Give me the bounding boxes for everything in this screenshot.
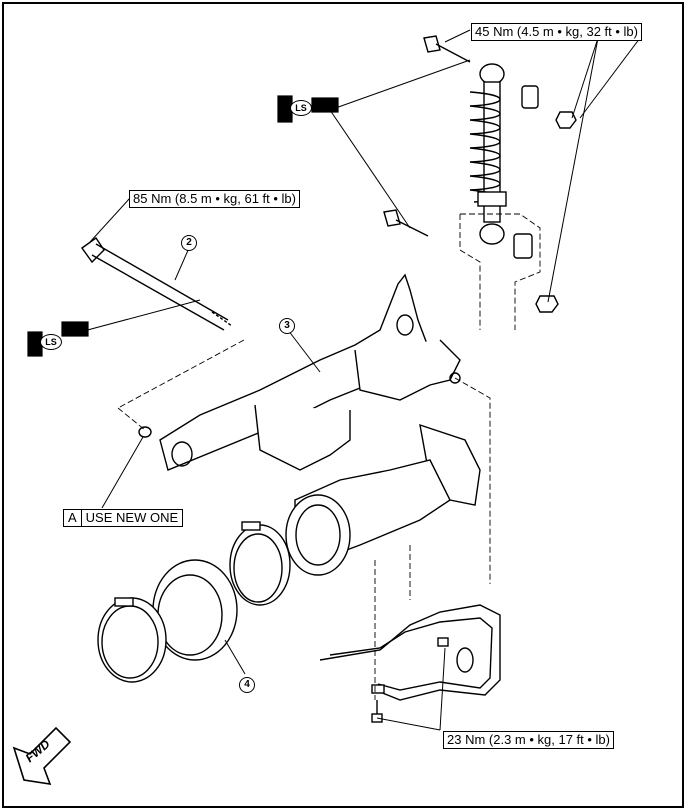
forward-arrow	[12, 726, 72, 785]
ls-lubricant-mark-left: LS	[40, 334, 62, 350]
guard-bolts	[371, 637, 449, 723]
lubricant-syringe-left	[27, 321, 89, 357]
ls-lubricant-mark-top: LS	[290, 100, 312, 116]
drive-housing	[285, 423, 481, 576]
swingarm	[159, 273, 461, 471]
callout-boot: 4	[239, 677, 255, 693]
alignment-lines	[117, 213, 541, 700]
callout-swingarm: 3	[279, 318, 295, 334]
leader-lines	[79, 29, 641, 731]
torque-label-pivot-shaft: 85 Nm (8.5 m • kg, 61 ft • lb)	[129, 190, 300, 208]
note-use-new-one: A USE NEW ONE	[63, 509, 184, 527]
torque-label-guard-bolt: 23 Nm (2.3 m • kg, 17 ft • lb)	[443, 731, 614, 749]
circlip	[138, 426, 152, 438]
lubricant-syringe-top	[277, 95, 339, 123]
torque-label-shock-bolt: 45 Nm (4.5 m • kg, 32 ft • lb)	[471, 23, 642, 41]
note-text: USE NEW ONE	[85, 510, 179, 525]
note-mark: A	[64, 510, 82, 526]
shock-bolts	[383, 35, 471, 237]
guard	[319, 604, 501, 701]
callout-pivot-shaft: 2	[181, 235, 197, 251]
shock-absorber	[469, 63, 577, 313]
boot-assembly	[97, 521, 291, 683]
pivot-shaft	[81, 237, 233, 331]
